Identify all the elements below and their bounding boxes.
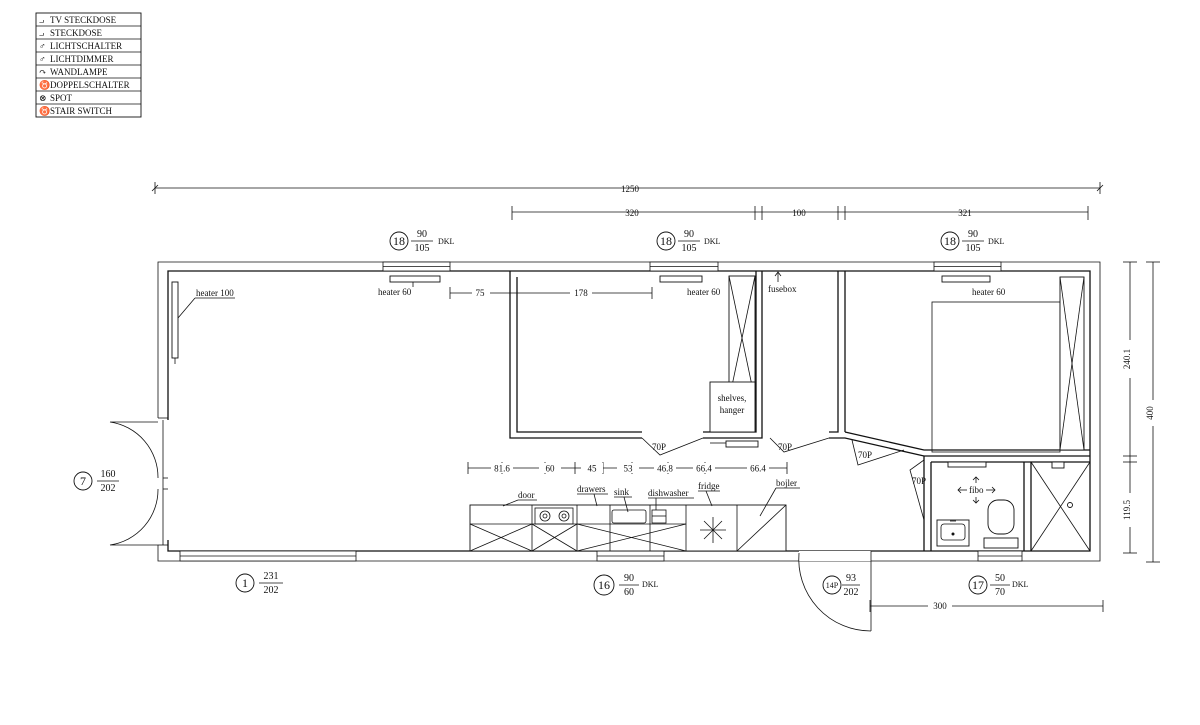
- legend-label: DOPPELSCHALTER: [50, 80, 130, 90]
- legend-label: WANDLAMPE: [50, 67, 108, 77]
- legend-label: TV STECKDOSE: [50, 15, 117, 25]
- window-tag-top-1: 18 90 105 DKL: [389, 229, 455, 254]
- dim-75: 75: [476, 288, 486, 298]
- svg-text:18: 18: [944, 234, 956, 248]
- svg-text:18: 18: [393, 234, 405, 248]
- door-70p-label-1: 70P: [652, 442, 666, 452]
- door-70p-label-2: 70P: [778, 442, 792, 452]
- heater-60-label-2: heater 60: [687, 287, 721, 297]
- dim-178: 178: [574, 288, 588, 298]
- kitchen-dim: 66.4: [750, 464, 766, 474]
- legend-label: SPOT: [50, 93, 73, 103]
- svg-text:18: 18: [660, 234, 672, 248]
- dim-320: 320: [625, 208, 639, 218]
- legend-label: LICHTDIMMER: [50, 54, 114, 64]
- dim-300: 300: [933, 601, 947, 611]
- window-tag-top-3: 18 90 105 DKL: [940, 229, 1005, 254]
- hanger-label: hanger: [720, 405, 745, 415]
- window-tag-bottom-mid: 16 90 60 DKL: [593, 573, 659, 598]
- spot-icon: ⊗: [39, 93, 47, 103]
- legend-label: STECKDOSE: [50, 28, 103, 38]
- heater-60-label-3: heater 60: [972, 287, 1006, 297]
- fusebox-label: fusebox: [768, 284, 797, 294]
- drawers-label: drawers: [577, 484, 606, 494]
- svg-text:105: 105: [966, 243, 981, 254]
- svg-text:105: 105: [682, 243, 697, 254]
- stair-switch-icon: ♉: [39, 105, 50, 116]
- door-70p-label-4: 70P: [912, 476, 926, 486]
- svg-text:90: 90: [968, 229, 978, 240]
- door-70p-label-3: 70P: [858, 450, 872, 460]
- opening-tags: 18 90 105 DKL 18 90 105 DKL 18 90 105 DK…: [73, 229, 1029, 598]
- fixtures: heater 100 heater 60 heater 60 shelves, …: [109, 271, 1091, 632]
- bottom-windows: [179, 550, 1023, 562]
- dim-total: 1250: [621, 184, 640, 194]
- svg-text:105: 105: [415, 243, 430, 254]
- dimmer-icon: ♂: [39, 54, 46, 64]
- light-switch-icon: ♂: [39, 41, 46, 51]
- legend: ⨼ TV STECKDOSE ⨼ STECKDOSE ♂ LICHTSCHALTER ♂ LI…: [35, 12, 142, 118]
- svg-text:90: 90: [684, 229, 694, 240]
- svg-text:231: 231: [264, 571, 279, 582]
- window-tag-bottom-left: 1 231 202: [235, 571, 283, 596]
- dishwasher-label: dishwasher: [648, 488, 689, 498]
- kitchen-dim: 45: [588, 464, 598, 474]
- top-windows: [382, 261, 1002, 272]
- heater-60-label-1: heater 60: [378, 287, 412, 297]
- wall-lamp-icon: ↷: [39, 67, 47, 77]
- dim-119-5: 119.5: [1122, 500, 1132, 520]
- kitchen-dim: 81.6: [494, 464, 510, 474]
- sink-label: sink: [614, 487, 630, 497]
- fridge-label: fridge: [698, 481, 720, 491]
- svg-text:DKL: DKL: [438, 237, 455, 246]
- legend-label: LICHTSCHALTER: [50, 41, 122, 51]
- svg-text:202: 202: [844, 587, 859, 598]
- window-tag-top-2: 18 90 105 DKL: [656, 229, 721, 254]
- svg-text:202: 202: [101, 483, 116, 494]
- fibo-label: fibo: [969, 485, 984, 495]
- dim-100: 100: [792, 208, 806, 218]
- dim-321: 321: [958, 208, 972, 218]
- door-tag-left: 7 160 202: [73, 469, 119, 494]
- svg-text:90: 90: [417, 229, 427, 240]
- dim-240-1: 240.1: [1122, 349, 1132, 369]
- door-label: door: [518, 490, 535, 500]
- double-switch-icon: ♉: [39, 79, 50, 90]
- kitchen-dim: 46.8: [657, 464, 673, 474]
- bojler-label: bojler: [776, 478, 797, 488]
- svg-text:90: 90: [624, 573, 634, 584]
- svg-text:DKL: DKL: [988, 237, 1005, 246]
- svg-text:60: 60: [624, 587, 634, 598]
- dimension-lines: 1250 320 100 321 75 178 81.6 60 45 53 46.8 66…: [151, 182, 1162, 612]
- svg-text:DKL: DKL: [1012, 580, 1029, 589]
- svg-text:1: 1: [242, 576, 248, 590]
- svg-text:14P: 14P: [826, 581, 839, 590]
- dim-400: 400: [1145, 406, 1155, 420]
- kitchen-dim: 60: [546, 464, 556, 474]
- svg-text:93: 93: [846, 573, 856, 584]
- kitchen-dim: 66.4: [696, 464, 712, 474]
- svg-text:17: 17: [972, 578, 984, 592]
- svg-text:202: 202: [264, 585, 279, 596]
- svg-text:50: 50: [995, 573, 1005, 584]
- kitchen-dim: 53: [624, 464, 634, 474]
- svg-text:16: 16: [598, 578, 610, 592]
- shelves-label: shelves,: [718, 393, 747, 403]
- door-tag-entry: 14P 93 202: [822, 573, 860, 598]
- socket-icon: ⨼: [39, 28, 44, 38]
- tv-socket-icon: ⨼: [39, 15, 44, 25]
- svg-text:70: 70: [995, 587, 1005, 598]
- svg-text:7: 7: [80, 474, 86, 488]
- legend-label: STAIR SWITCH: [50, 106, 113, 116]
- window-tag-bath: 17 50 70 DKL: [968, 573, 1029, 598]
- heater-100-label: heater 100: [196, 288, 234, 298]
- svg-text:160: 160: [101, 469, 116, 480]
- svg-text:DKL: DKL: [704, 237, 721, 246]
- svg-text:DKL: DKL: [642, 580, 659, 589]
